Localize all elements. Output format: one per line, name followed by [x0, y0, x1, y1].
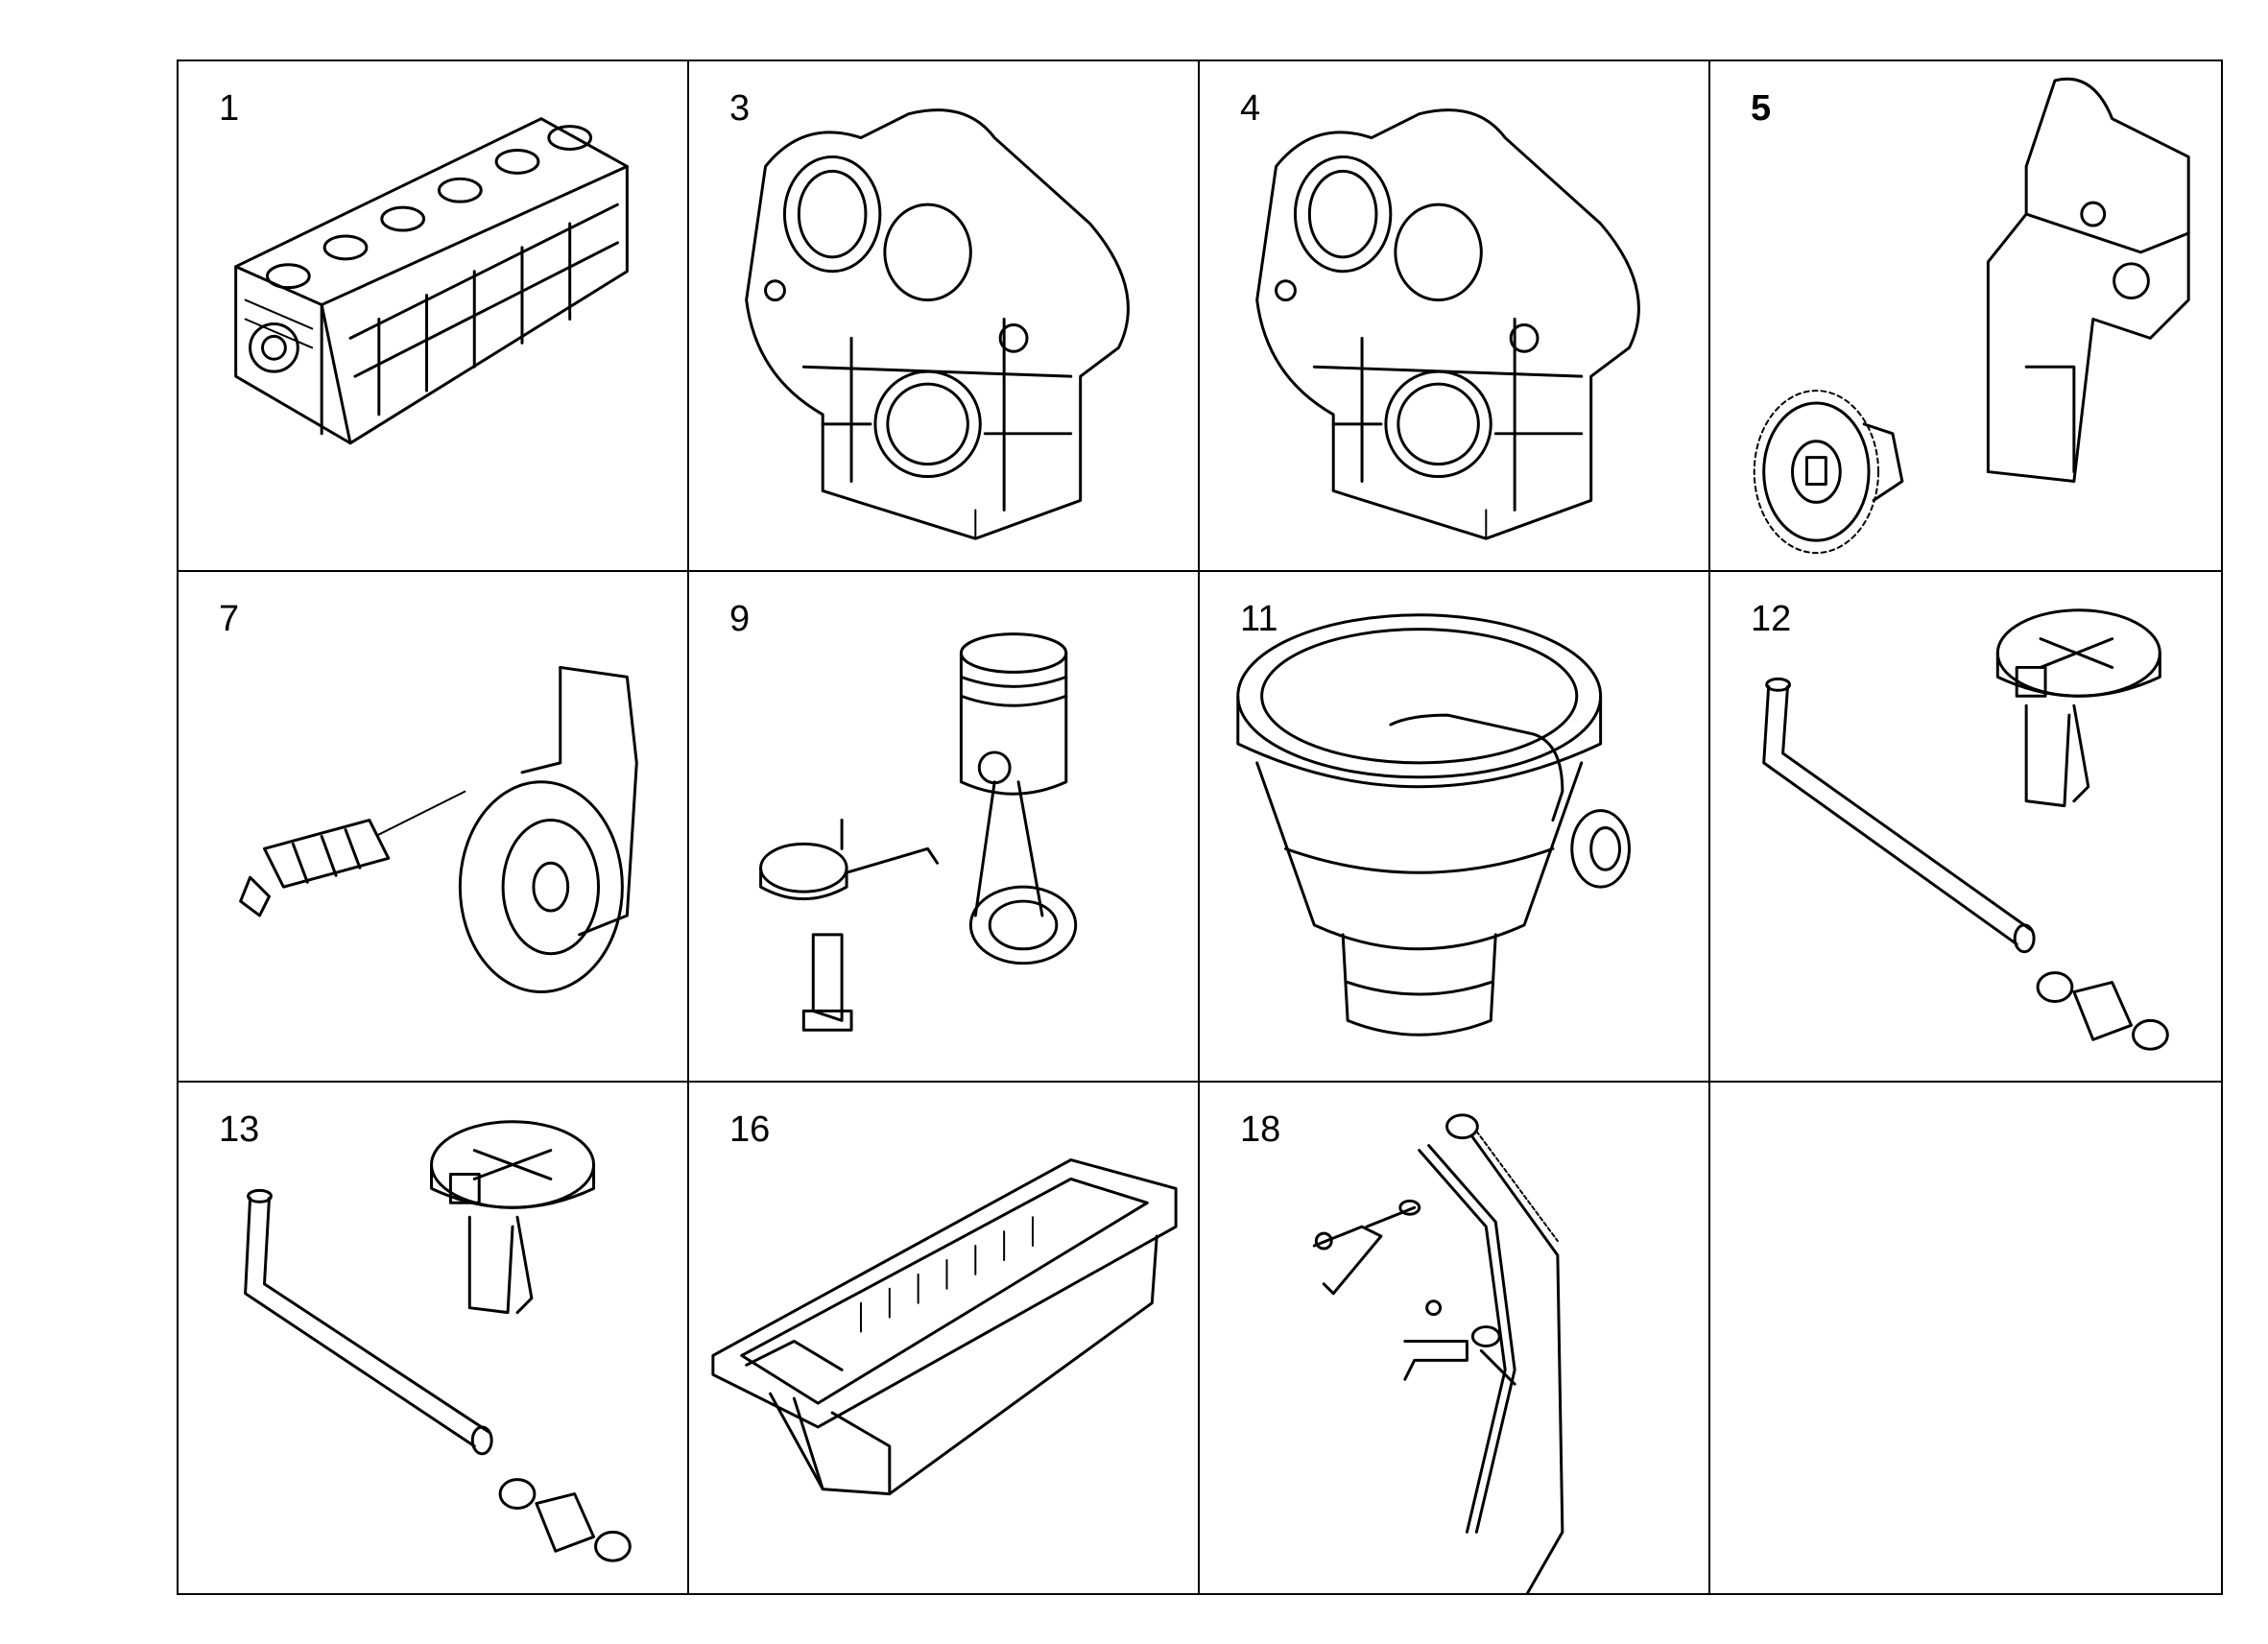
item-number: 12	[1751, 599, 1792, 639]
item-number: 16	[729, 1109, 771, 1150]
timing-cover-drawing	[1255, 108, 1640, 540]
item-number: 18	[1240, 1109, 1281, 1150]
parts-grid: 1 3 4	[177, 60, 2223, 1595]
cell-18: 18	[1200, 1083, 1710, 1593]
timing-cover-drawing	[745, 108, 1130, 540]
piston-conrod-drawing	[759, 632, 1078, 1032]
breather-pipe-drawing	[1762, 608, 2169, 1051]
gear-housing-drawing	[1753, 77, 2190, 555]
breather-pipe-drawing	[244, 1120, 632, 1562]
item-number: 11	[1240, 599, 1278, 639]
cell-7: 7	[179, 572, 689, 1083]
item-number: 4	[1240, 88, 1261, 129]
cell-12: 12	[1710, 572, 2221, 1083]
cell-3: 3	[689, 61, 1200, 572]
cell-16: 16	[689, 1083, 1200, 1593]
oil-separator-drawing	[1236, 613, 1631, 1036]
cell-9: 9	[689, 572, 1200, 1083]
item-number: 13	[219, 1109, 260, 1150]
item-number: 7	[219, 599, 240, 639]
dipstick-tube-drawing	[1312, 1113, 1564, 1593]
cell-1: 1	[179, 61, 689, 572]
oil-pan-drawing	[711, 1158, 1178, 1496]
cell-13: 13	[179, 1083, 689, 1593]
cell-empty	[1710, 1083, 2221, 1593]
engine-block-drawing	[234, 117, 629, 445]
cell-11: 11	[1200, 572, 1710, 1083]
item-number: 3	[729, 88, 751, 129]
item-number: 5	[1751, 88, 1772, 129]
cell-5: 5	[1710, 61, 2221, 572]
cell-4: 4	[1200, 61, 1710, 572]
item-number: 9	[729, 599, 751, 639]
sensor-pulley-drawing	[239, 665, 638, 994]
item-number: 1	[219, 88, 240, 129]
